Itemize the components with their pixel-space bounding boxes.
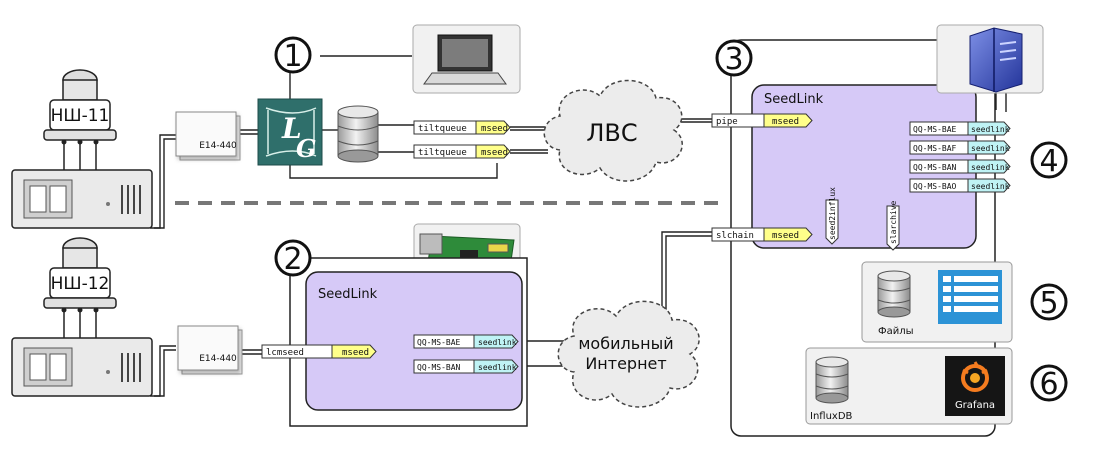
lan-cloud (543, 79, 683, 182)
marker-4: 4 (1039, 144, 1058, 179)
tag-label-ban: QQ-MS-BAN (913, 163, 957, 172)
adc-box-1 (175, 111, 241, 161)
mobile-label-1: мобильный (578, 334, 673, 353)
server-tower-icon (936, 24, 1044, 94)
tag-label-lcmseed: lcmseed (266, 348, 304, 358)
files-label: Файлы (878, 326, 914, 337)
tag-proto-bao: seedlink (971, 182, 1010, 191)
tag-proto-node2-bae: seedlink (478, 338, 517, 347)
tag-format-lcmseed: mseed (342, 348, 369, 358)
tag-proto-baf: seedlink (971, 144, 1010, 153)
tag-label-pipe: pipe (716, 117, 738, 127)
influx-label: InfluxDB (810, 411, 853, 422)
lg-logo-icon: L G (257, 98, 323, 166)
adc-label-2: E14-440 (199, 354, 237, 364)
marker-2: 2 (283, 242, 302, 277)
mobile-internet-cloud (557, 300, 700, 408)
svg-text:L: L (281, 112, 302, 145)
tag-format-pipe: mseed (772, 117, 799, 127)
marker-1: 1 (283, 39, 302, 74)
tag-label-1a: tiltqueue (418, 124, 467, 134)
tag-label-bae: QQ-MS-BAE (913, 125, 957, 134)
tag-label-node2-ban: QQ-MS-BAN (417, 363, 461, 372)
marker-5: 5 (1039, 286, 1058, 321)
tag-proto-node2-ban: seedlink (478, 363, 517, 372)
tag-row-pipe (711, 113, 813, 128)
tag-row-1a (413, 120, 511, 135)
tag-proto-ban: seedlink (971, 163, 1010, 172)
tag-label-baf: QQ-MS-BAF (913, 144, 957, 153)
tag-format-slchain: mseed (772, 231, 799, 241)
svg-text:G: G (296, 134, 317, 163)
tag-slarchive (886, 205, 900, 251)
tag-format-1b: mseed (481, 148, 508, 158)
tag-row-lcmseed (261, 344, 377, 359)
tag-label-bao: QQ-MS-BAO (913, 182, 957, 191)
adc-label-1: E14-440 (199, 141, 237, 151)
station-nsh12 (11, 237, 153, 397)
station-nsh11 (11, 69, 153, 229)
tag-label-slarchive: slarchive (889, 200, 898, 244)
laptop-icon (412, 24, 521, 94)
server-title: SeedLink (764, 92, 824, 107)
tag-row-node2-ban (413, 359, 519, 374)
grafana-label: Grafana (955, 400, 995, 411)
station-label-2: НШ-12 (51, 274, 110, 294)
tag-seed2influx (825, 199, 839, 245)
station-label-1: НШ-11 (51, 106, 110, 126)
tag-row-node2-bae (413, 334, 519, 349)
lan-label: ЛВС (586, 119, 637, 147)
adc-box-2 (177, 325, 243, 375)
marker-6: 6 (1039, 367, 1058, 402)
grafana-logo-icon (945, 356, 1005, 416)
marker-3: 3 (724, 42, 743, 77)
tag-proto-bae: seedlink (971, 125, 1010, 134)
tag-row-1b (413, 144, 511, 159)
tag-row-slchain (711, 227, 813, 242)
database-icon-1 (337, 105, 379, 163)
tag-label-seed2influx: seed2influx (828, 187, 837, 240)
node2-title: SeedLink (318, 287, 378, 302)
tag-label-node2-bae: QQ-MS-BAE (417, 338, 461, 347)
tag-format-1a: mseed (481, 124, 508, 134)
marker-circles (274, 36, 1068, 402)
mobile-label-2: Интернет (585, 354, 666, 373)
tag-label-1b: tiltqueue (418, 148, 467, 158)
database-icon-files (877, 270, 911, 318)
file-list-icon (938, 270, 1002, 324)
tag-label-slchain: slchain (716, 231, 754, 241)
server-output-tags (909, 121, 1011, 193)
database-icon-influx (815, 356, 849, 404)
